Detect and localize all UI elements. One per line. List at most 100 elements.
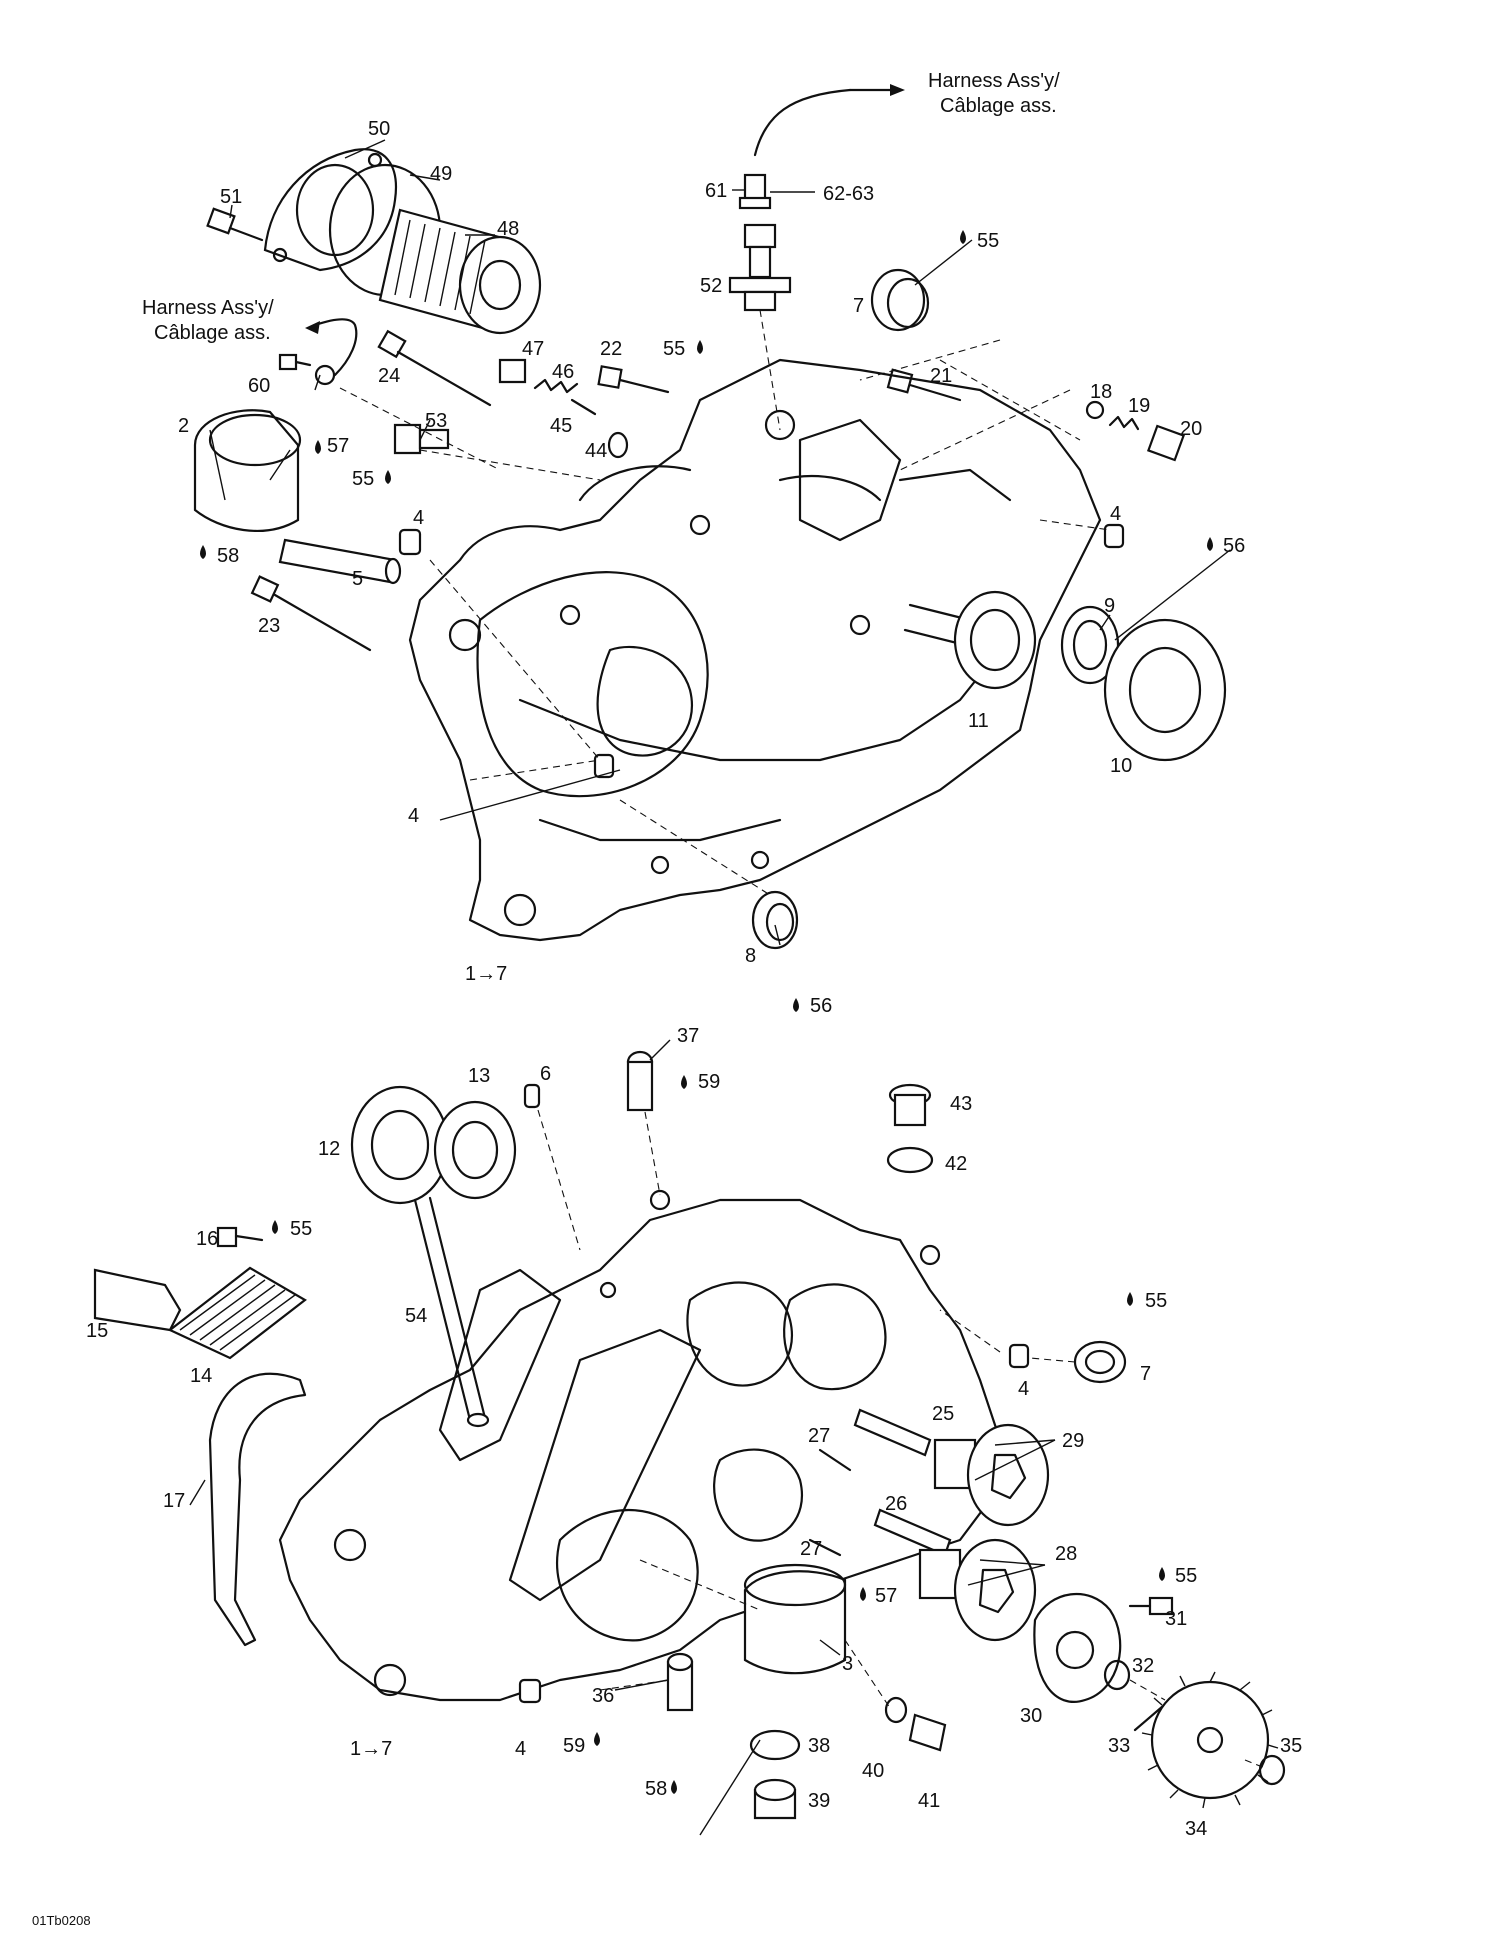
callout-55-d: 55 xyxy=(290,1218,312,1240)
fitting-53 xyxy=(393,423,450,455)
bearing-11 xyxy=(903,590,1037,690)
relief-valve-parts xyxy=(498,358,629,459)
sleeve-2 xyxy=(193,409,302,532)
callout-11: 11 xyxy=(968,710,989,732)
callout-28: 28 xyxy=(1055,1543,1077,1565)
drop-icon xyxy=(681,1075,687,1089)
pump-shafts xyxy=(808,1408,952,1557)
callout-46: 46 xyxy=(552,361,574,383)
figure-code: 01Tb0208 xyxy=(32,1913,91,1928)
plug-parts xyxy=(1085,400,1186,462)
callout-32: 32 xyxy=(1132,1655,1154,1677)
callout-36: 36 xyxy=(592,1685,614,1707)
callout-9: 9 xyxy=(1104,595,1115,617)
drain-plug-39 xyxy=(749,1729,801,1820)
callout-8: 8 xyxy=(745,945,756,967)
callout-55-b: 55 xyxy=(663,338,685,360)
callout-3: 3 xyxy=(842,1653,853,1675)
seal-8 xyxy=(751,890,799,950)
pin-5 xyxy=(278,538,402,585)
callout-38: 38 xyxy=(808,1735,830,1757)
drop-icon xyxy=(594,1732,600,1746)
callout-41: 41 xyxy=(918,1790,940,1812)
callout-leaders xyxy=(189,139,1231,1836)
callout-13: 13 xyxy=(468,1065,490,1087)
callout-4-c: 4 xyxy=(408,805,419,827)
callout-40: 40 xyxy=(862,1760,884,1782)
harness-note-left-line1: Harness Ass'y/ xyxy=(142,297,274,319)
drop-icon xyxy=(793,998,799,1012)
lubricant-drop-icons xyxy=(200,230,1213,1794)
callout-27-b: 27 xyxy=(800,1538,822,1560)
stud-54 xyxy=(413,1196,490,1428)
callout-17: 17 xyxy=(163,1490,185,1512)
drop-icon xyxy=(671,1780,677,1794)
callout-34: 34 xyxy=(1185,1818,1207,1840)
callout-37: 37 xyxy=(677,1025,699,1047)
bearings-12-13 xyxy=(350,1085,517,1205)
callout-51: 51 xyxy=(220,186,242,208)
harness-note-upper-line1: Harness Ass'y/ xyxy=(928,70,1060,92)
pump-cover-30 xyxy=(1033,1592,1122,1703)
seal-7-lower xyxy=(1073,1340,1127,1384)
callout-53: 53 xyxy=(425,410,447,432)
plug-37 xyxy=(626,1050,654,1112)
drop-icon xyxy=(960,230,966,244)
drop-icon xyxy=(385,470,391,484)
callout-29: 29 xyxy=(1062,1430,1084,1452)
callout-21: 21 xyxy=(930,365,952,387)
callout-30: 30 xyxy=(1020,1705,1042,1727)
callout-54: 54 xyxy=(405,1305,427,1327)
callout-20: 20 xyxy=(1180,418,1202,440)
drop-icon xyxy=(272,1220,278,1234)
range-label-lower: 1→7 xyxy=(350,1738,392,1760)
callout-26: 26 xyxy=(885,1493,907,1515)
callout-49: 49 xyxy=(430,163,452,185)
callout-42: 42 xyxy=(945,1153,967,1175)
callout-52: 52 xyxy=(700,275,722,297)
callout-55-e: 55 xyxy=(1145,1290,1167,1312)
callout-35: 35 xyxy=(1280,1735,1302,1757)
bolt-24 xyxy=(377,329,492,407)
fitting-52 xyxy=(728,223,792,431)
callout-44: 44 xyxy=(585,440,607,462)
callout-14: 14 xyxy=(190,1365,212,1387)
callout-57-a: 57 xyxy=(327,435,349,457)
callout-33: 33 xyxy=(1108,1735,1130,1757)
callout-7-b: 7 xyxy=(1140,1363,1151,1385)
pressure-sensor xyxy=(738,173,815,210)
crankcase-half-upper xyxy=(408,358,1102,942)
drop-icon xyxy=(697,340,703,354)
screw-31 xyxy=(1103,1596,1174,1691)
callout-31: 31 xyxy=(1165,1608,1187,1630)
callout-24: 24 xyxy=(378,365,400,387)
callout-58-a: 58 xyxy=(217,545,239,567)
drop-icon xyxy=(1207,537,1213,551)
callout-62-63: 62-63 xyxy=(823,183,874,205)
seal-7-upper xyxy=(870,268,930,332)
strainer-15-14 xyxy=(93,1266,307,1360)
gasket-17 xyxy=(208,1372,307,1647)
callout-6: 6 xyxy=(540,1063,551,1085)
clip-35 xyxy=(1258,1754,1286,1786)
bolt-23 xyxy=(250,575,372,652)
callout-58-b: 58 xyxy=(645,1778,667,1800)
callout-4-e: 4 xyxy=(515,1738,526,1760)
oil-filter xyxy=(378,208,542,335)
bolt-22 xyxy=(597,365,670,394)
callout-4-d: 4 xyxy=(1018,1378,1029,1400)
drop-icon xyxy=(1127,1292,1133,1306)
crankcase-half-lower xyxy=(278,1189,1002,1702)
drop-icon xyxy=(860,1587,866,1601)
callout-55-f: 55 xyxy=(1175,1565,1197,1587)
callout-18: 18 xyxy=(1090,381,1112,403)
leader-lines-lower xyxy=(537,1109,1266,1769)
callout-39: 39 xyxy=(808,1790,830,1812)
sleeve-3 xyxy=(743,1563,847,1675)
dowels-4-upper xyxy=(398,523,1125,779)
callout-45: 45 xyxy=(550,415,572,437)
callout-16: 16 xyxy=(196,1228,218,1250)
callout-56-a: 56 xyxy=(1223,535,1245,557)
